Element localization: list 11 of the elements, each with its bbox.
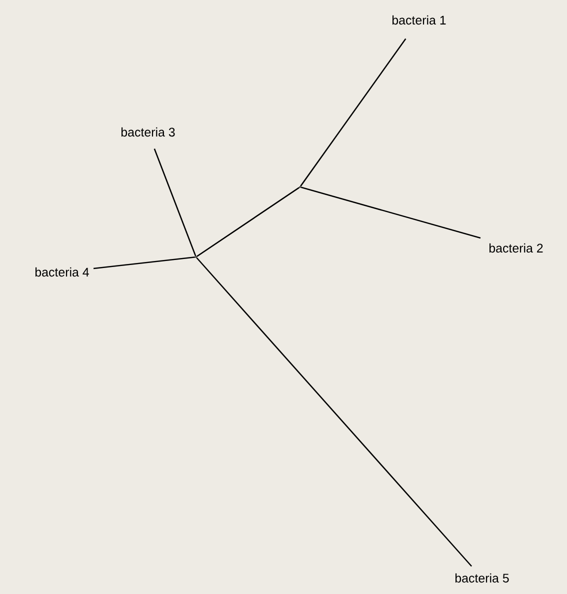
species-label: bacteria 5 <box>455 573 509 583</box>
branch-line <box>93 256 196 270</box>
species-label: bacteria 1 <box>392 15 446 25</box>
species-label: bacteria 4 <box>35 267 89 277</box>
branch-line <box>196 257 472 567</box>
branch-line <box>196 187 300 257</box>
species-label: bacteria 2 <box>489 243 543 253</box>
species-label: bacteria 3 <box>121 127 175 137</box>
branch-line <box>300 38 406 187</box>
branch-line <box>300 186 481 239</box>
branch-line <box>154 148 196 256</box>
